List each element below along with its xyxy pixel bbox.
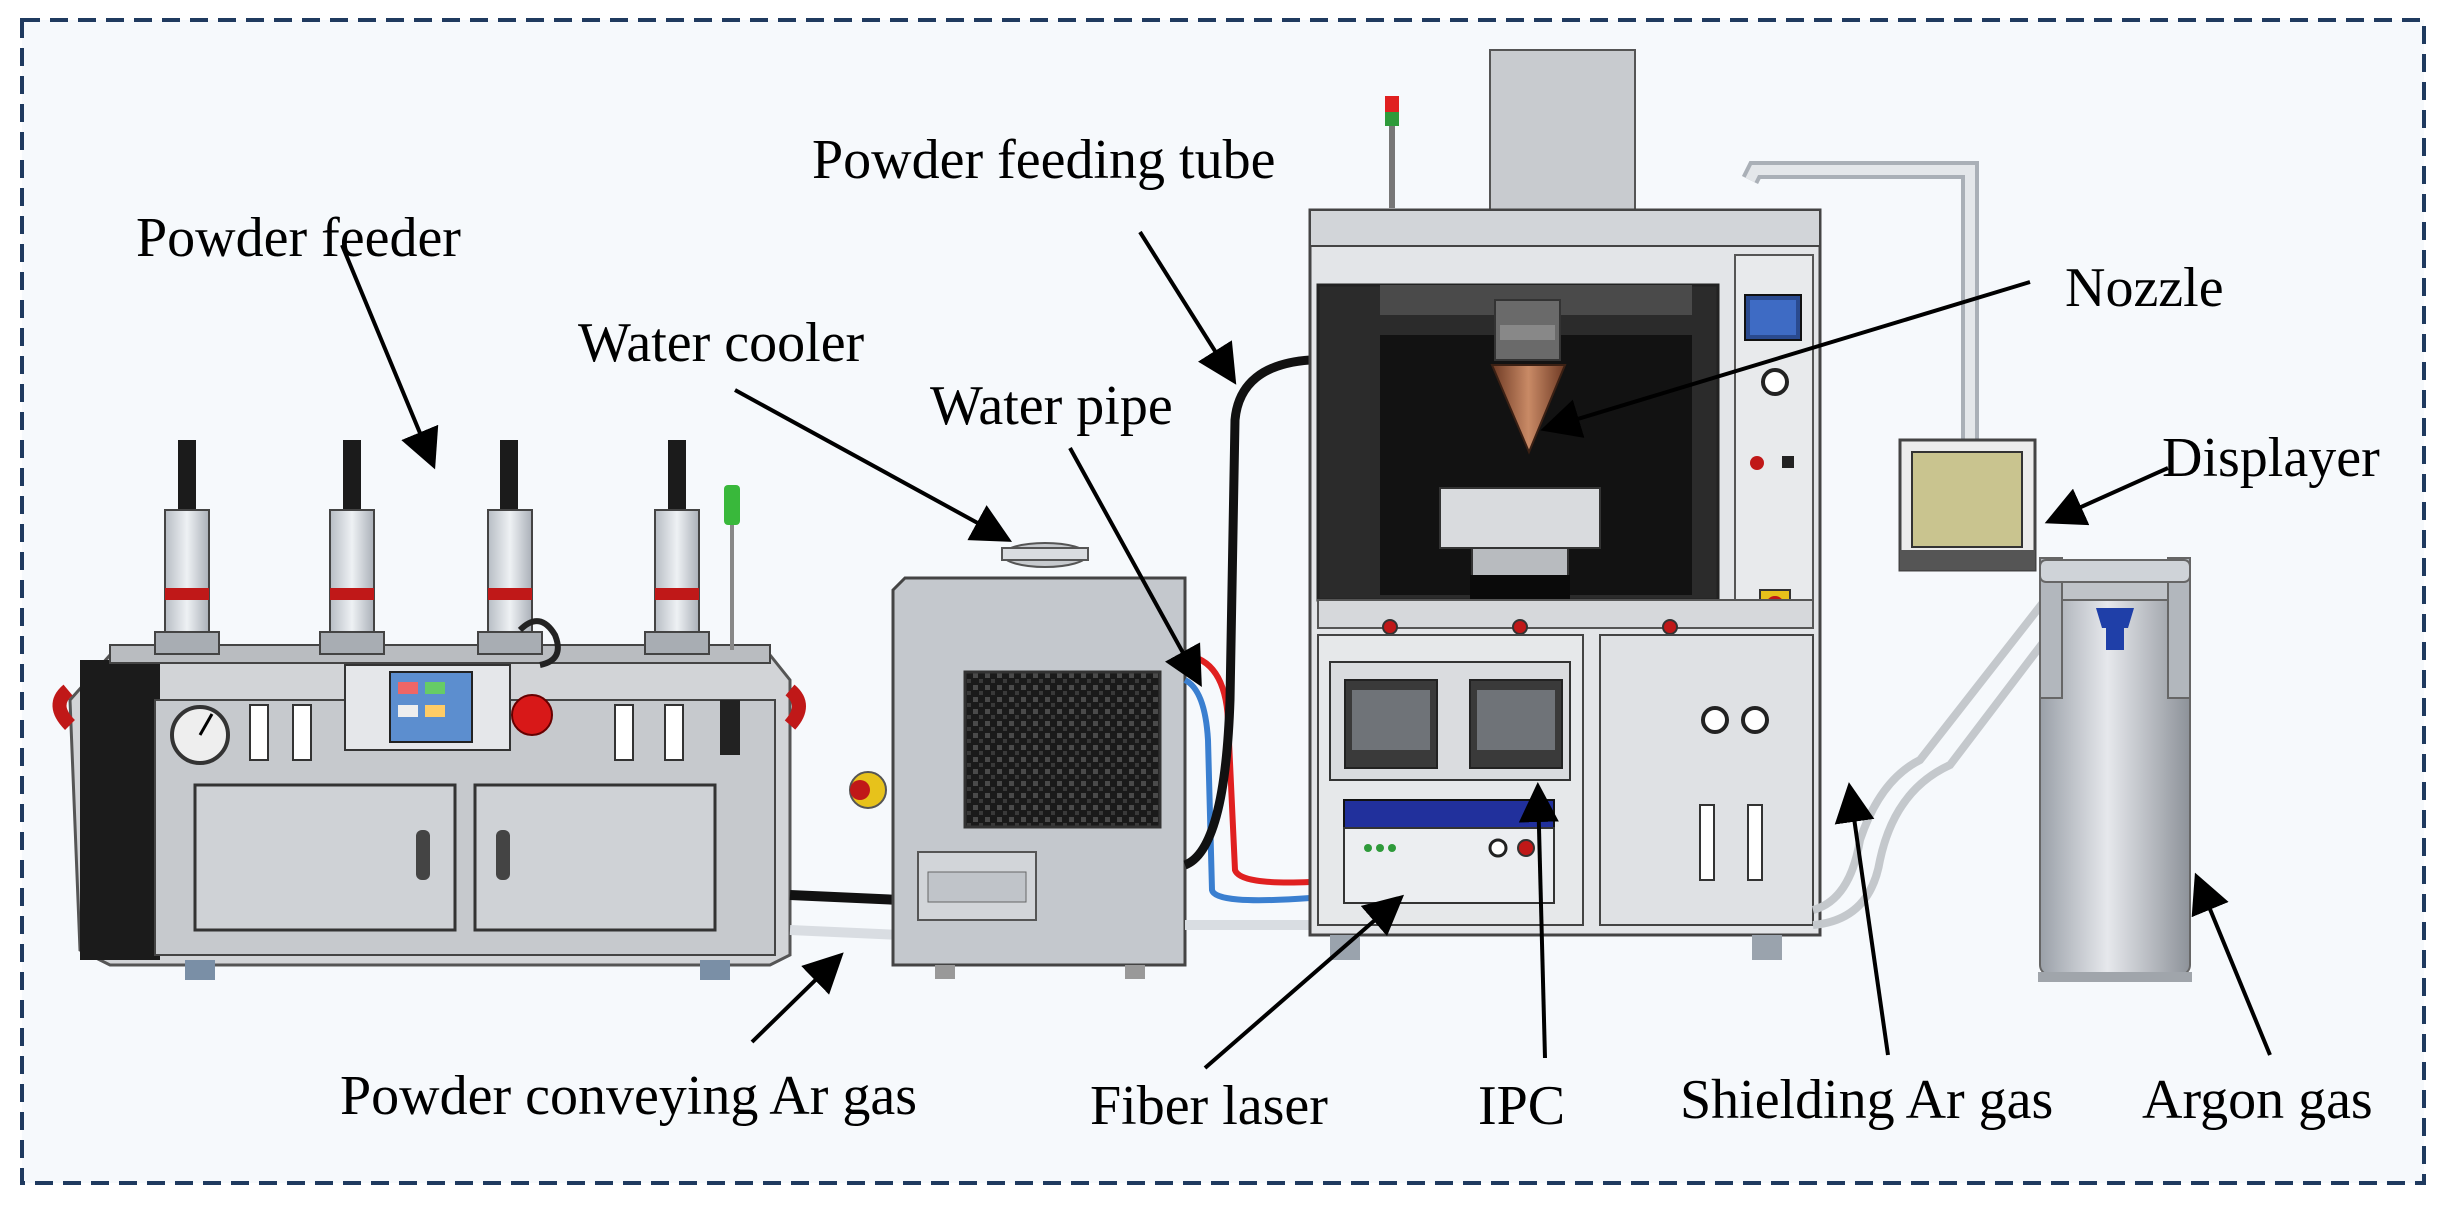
dashed-frame <box>20 18 2426 1185</box>
label-powder-conveying-ar-gas: Powder conveying Ar gas <box>340 1065 918 1127</box>
black-pipe <box>789 890 901 905</box>
label-powder-feeder: Powder feeder <box>136 207 461 269</box>
label-displayer: Displayer <box>2162 427 2380 489</box>
argon-cylinder <box>2038 557 2192 982</box>
arrow-nozzle <box>1540 280 2031 438</box>
arrow-ipc <box>1518 782 1559 1059</box>
arrow-shielding-ar-gas <box>1834 782 1890 1056</box>
arrow-water-pipe <box>1068 447 1202 688</box>
arrow-powder-conveying-ar-gas <box>750 952 844 1044</box>
arrow-displayer <box>2044 466 2169 526</box>
label-shielding-ar-gas: Shielding Ar gas <box>1680 1069 2054 1131</box>
white-pipe <box>789 925 901 940</box>
shielding-gas-pipe-2 <box>1812 637 2049 929</box>
powder-feeder-unit <box>52 440 806 980</box>
label-powder-feeding-tube: Powder feeding tube <box>812 129 1276 191</box>
laser-cladding-machine <box>1308 49 2037 960</box>
arrow-water-cooler <box>734 388 1013 542</box>
shielding-gas-pipe-1 <box>1811 597 2049 914</box>
arrow-argon-gas <box>2191 872 2272 1056</box>
water-pipe-blue <box>1183 677 1311 904</box>
arrow-powder-feeder <box>340 244 439 470</box>
label-argon-gas: Argon gas <box>2142 1069 2373 1131</box>
powder-feeding-tube-line <box>1183 355 1311 870</box>
arrow-fiber-laser <box>1203 894 1405 1070</box>
label-water-pipe: Water pipe <box>930 375 1173 437</box>
label-fiber-laser: Fiber laser <box>1090 1075 1328 1137</box>
label-water-cooler: Water cooler <box>578 312 865 374</box>
label-ipc: IPC <box>1478 1075 1566 1137</box>
water-cooler-unit <box>849 542 1187 979</box>
callout-arrows <box>340 230 2272 1070</box>
water-pipe-red <box>1184 652 1311 886</box>
arrow-powder-feeding-tube <box>1138 230 1237 385</box>
label-nozzle: Nozzle <box>2065 257 2224 319</box>
